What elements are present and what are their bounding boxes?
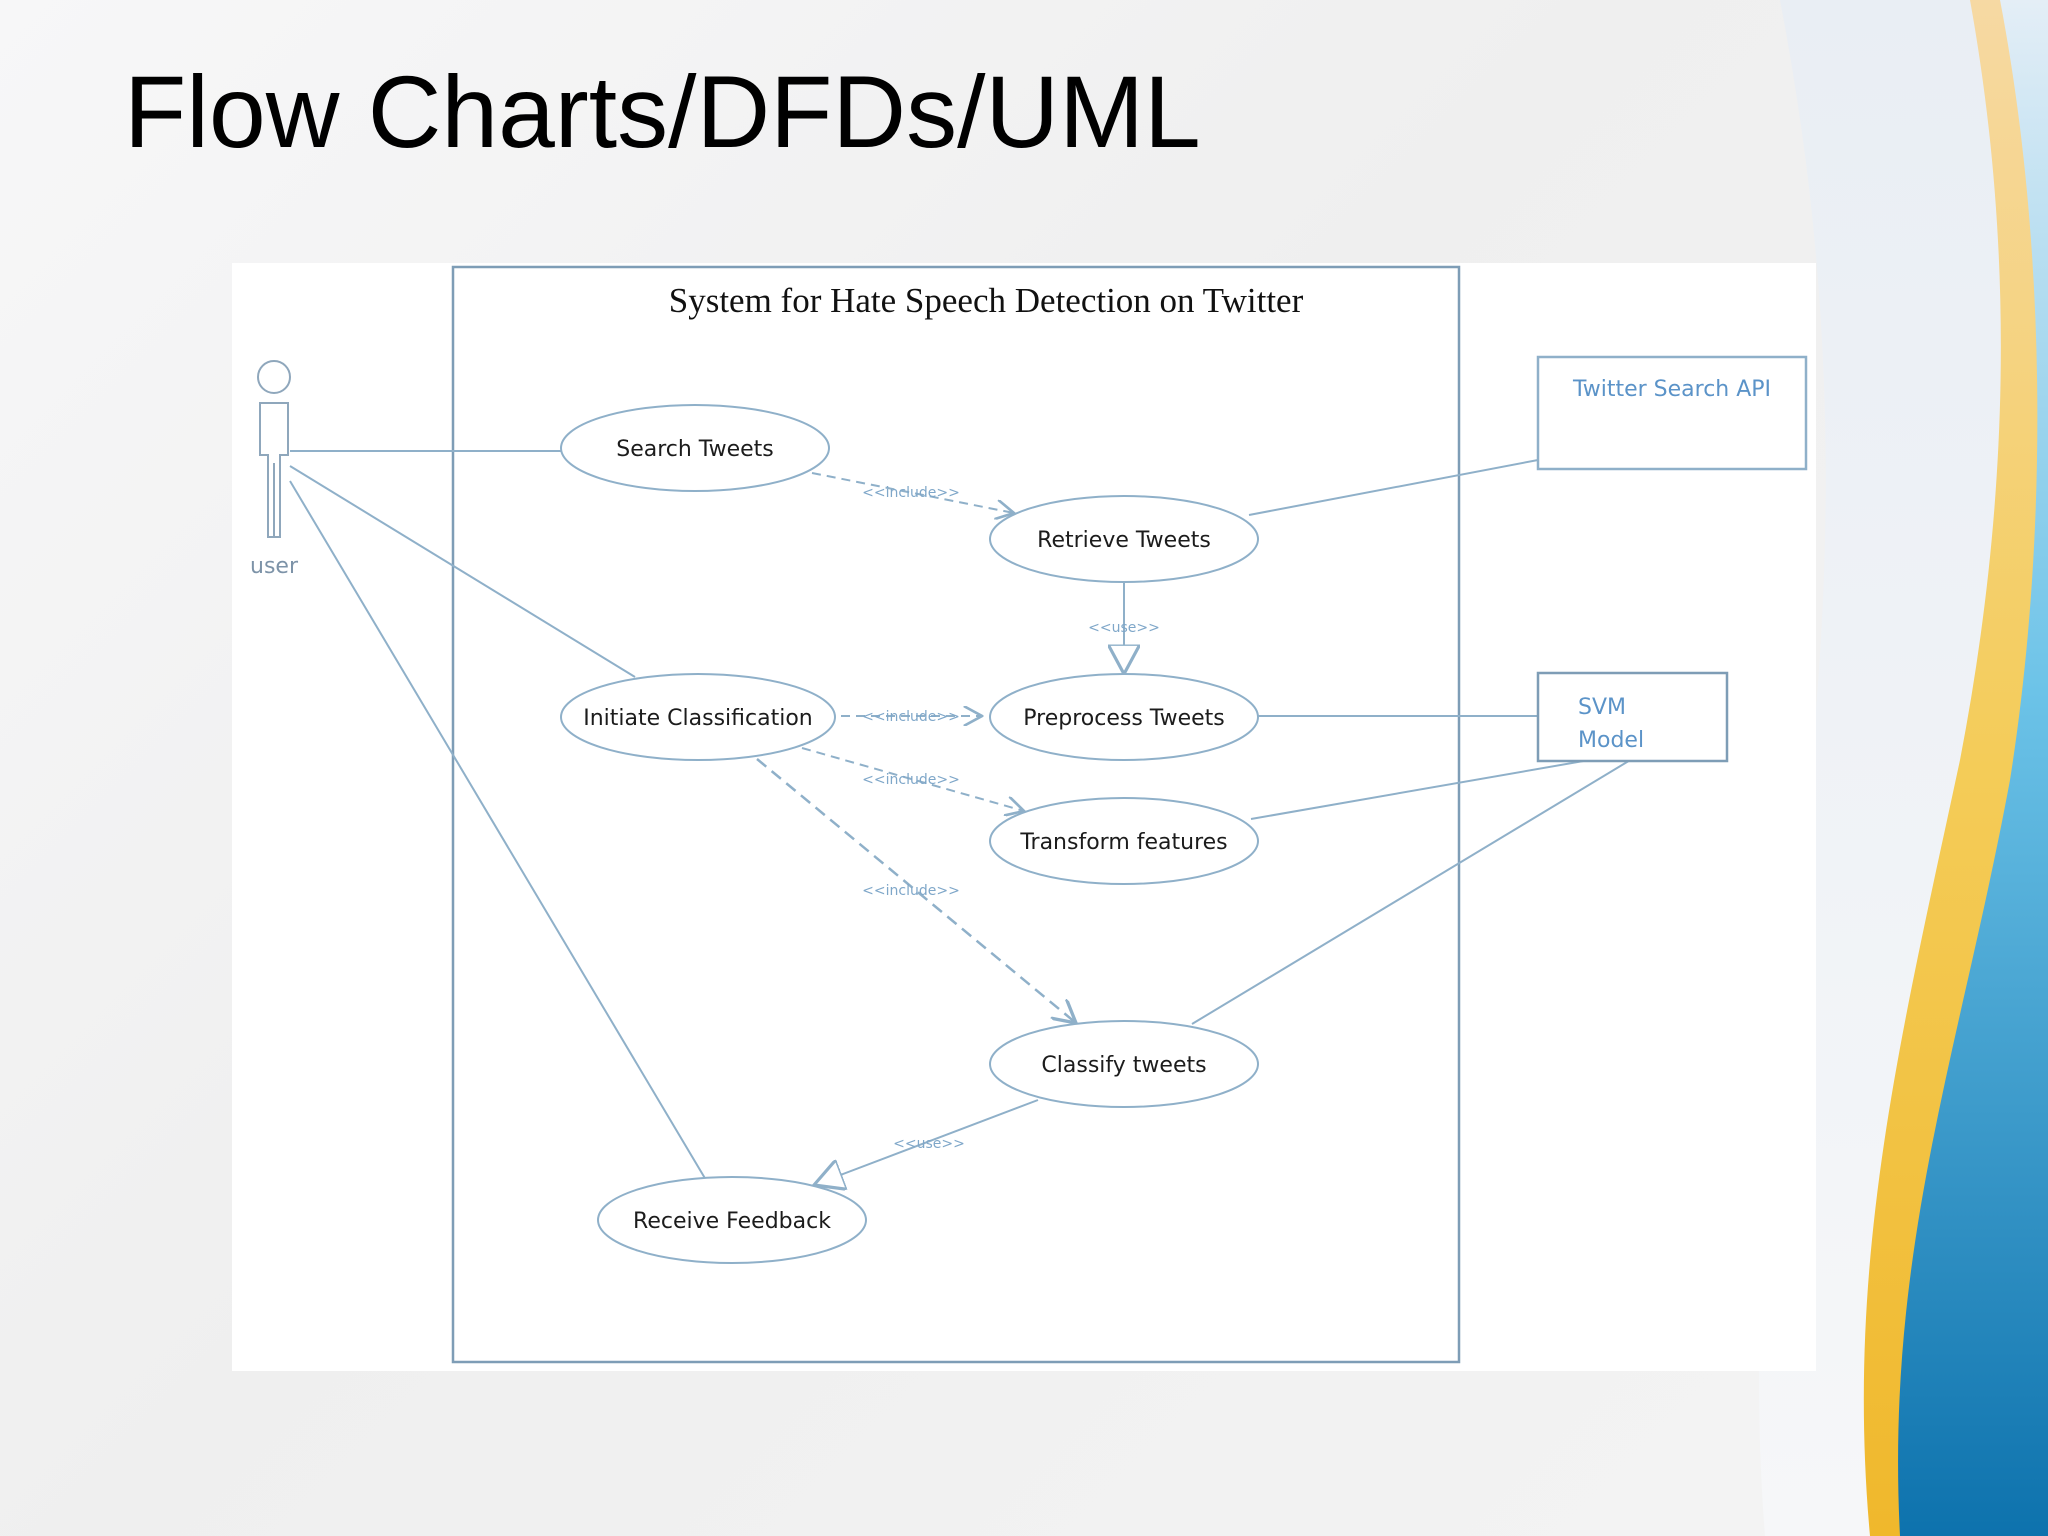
dependency-classify-feedback bbox=[814, 1099, 1039, 1185]
use-case-retrieve-tweets: Retrieve Tweets bbox=[989, 495, 1259, 583]
stereotype-search-retrieve: <<include>> bbox=[862, 485, 960, 501]
stereotype-classify-feedback: <<use>> bbox=[893, 1136, 965, 1152]
system-boundary bbox=[451, 265, 1461, 1364]
association-transform-svm bbox=[1250, 758, 1596, 820]
external-twitter-search-api: Twitter Search API bbox=[1536, 355, 1808, 471]
actor-label: user bbox=[250, 554, 299, 579]
use-case-classify-tweets: Classify tweets bbox=[989, 1020, 1259, 1108]
svm-model-label-line2: Model bbox=[1578, 728, 1644, 753]
actor-user bbox=[257, 360, 291, 538]
twitter-search-api-label: Twitter Search API bbox=[1572, 377, 1771, 402]
use-case-transform-features-label: Transform features bbox=[1019, 830, 1227, 855]
association-retrieve-twitter bbox=[1248, 459, 1539, 516]
slide-title: Flow Charts/DFDs/UML bbox=[124, 55, 1201, 169]
use-case-preprocess-tweets-label: Preprocess Tweets bbox=[1023, 706, 1224, 731]
dependency-initiate-transform bbox=[801, 747, 1024, 811]
association-user-initiate bbox=[289, 465, 636, 678]
stereotype-initiate-transform: <<include>> bbox=[862, 772, 960, 788]
use-case-preprocess-tweets: Preprocess Tweets bbox=[989, 673, 1259, 761]
dependency-search-retrieve bbox=[811, 472, 1014, 513]
system-title: System for Hate Speech Detection on Twit… bbox=[669, 281, 1304, 320]
stereotype-initiate-preprocess: <<include>> bbox=[862, 709, 960, 725]
association-classify-svm bbox=[1191, 758, 1633, 1025]
use-case-receive-feedback: Receive Feedback bbox=[597, 1176, 867, 1264]
use-case-initiate-classification: Initiate Classification bbox=[560, 673, 836, 761]
use-case-initiate-classification-label: Initiate Classification bbox=[583, 706, 813, 731]
dependency-initiate-classify bbox=[756, 758, 1076, 1023]
blue-wave bbox=[1898, 0, 2048, 1536]
use-case-receive-feedback-label: Receive Feedback bbox=[633, 1209, 831, 1234]
external-svm-model: SVM Model bbox=[1536, 671, 1729, 763]
association-user-feedback bbox=[289, 480, 707, 1181]
use-case-retrieve-tweets-label: Retrieve Tweets bbox=[1037, 528, 1211, 553]
use-case-transform-features: Transform features bbox=[989, 797, 1259, 885]
use-case-diagram: System for Hate Speech Detection on Twit… bbox=[232, 263, 1816, 1371]
svm-model-label-line1: SVM bbox=[1578, 695, 1626, 720]
stereotype-retrieve-preprocess: <<use>> bbox=[1088, 620, 1160, 636]
use-case-classify-tweets-label: Classify tweets bbox=[1041, 1053, 1206, 1078]
use-case-search-tweets-label: Search Tweets bbox=[616, 437, 774, 462]
use-case-search-tweets: Search Tweets bbox=[560, 404, 830, 492]
stereotype-initiate-classify: <<include>> bbox=[862, 883, 960, 899]
